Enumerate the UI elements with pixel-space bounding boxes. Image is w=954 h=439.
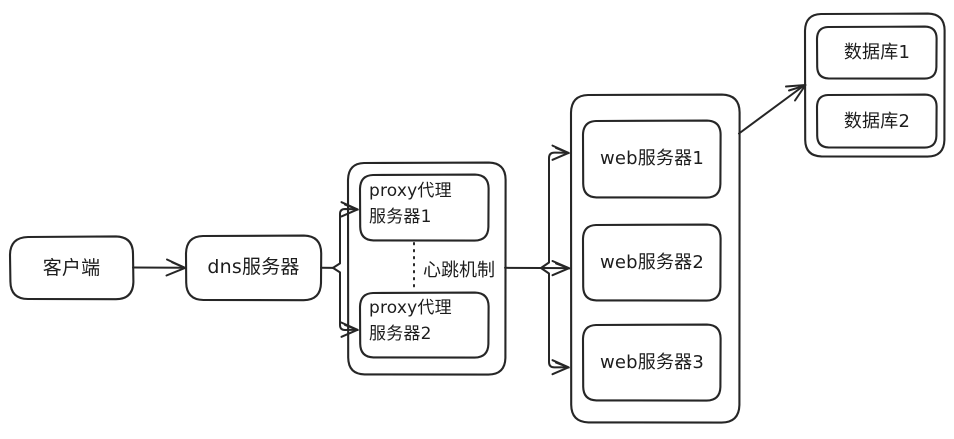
proxy-1-box-shape — [358, 173, 490, 242]
edge-dns-to-proxy-group — [320, 201, 359, 338]
proxy-2-box-shape — [358, 291, 490, 359]
db-2-node[interactable] — [817, 95, 937, 148]
client-node[interactable] — [10, 236, 134, 300]
proxy-1-node[interactable] — [360, 175, 489, 241]
client-box-shape — [8, 235, 135, 301]
db-2-box-shape — [815, 93, 938, 149]
web-3-box-shape — [581, 323, 722, 402]
web-2-box-shape — [581, 223, 722, 302]
proxy-2-node[interactable] — [360, 293, 489, 358]
edge-client-to-dns — [132, 258, 187, 277]
db-1-box-shape — [815, 25, 938, 80]
dns-box-shape — [184, 234, 323, 302]
web-2-node[interactable] — [583, 225, 721, 301]
web-1-node[interactable] — [583, 121, 721, 198]
web-3-node[interactable] — [583, 325, 721, 401]
db-1-node[interactable] — [817, 27, 937, 79]
heartbeat-label: 心跳机制 — [423, 260, 495, 281]
edge-web-to-db-group — [738, 84, 807, 135]
edge-proxy-to-web-group — [504, 144, 571, 376]
dns-node[interactable] — [186, 236, 322, 301]
web-1-box-shape — [581, 119, 722, 199]
